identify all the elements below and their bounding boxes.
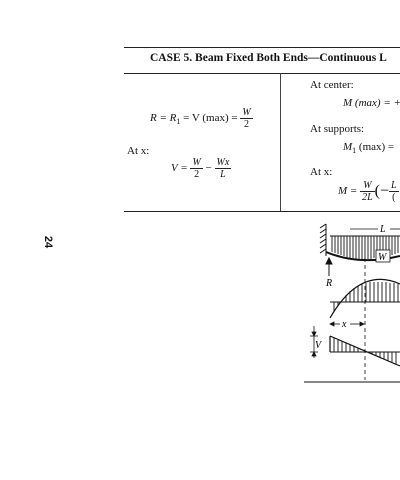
moment-paren: (− [374, 182, 390, 200]
table-top-rule [124, 47, 400, 48]
moment-trunc-num: L [389, 180, 399, 192]
x-dimension [329, 321, 365, 327]
reaction-sub: 1 [176, 117, 181, 127]
shear-den-1: 2 [194, 169, 200, 180]
reaction-den: 2 [244, 119, 250, 130]
shear-num-2: Wx [214, 157, 232, 169]
shear-label: V [315, 340, 323, 351]
support-moment-sub: 1 [352, 146, 357, 156]
left-at-x-label: At x: [127, 145, 150, 157]
support-moment-rhs: (max) = [356, 141, 395, 153]
reaction-arrow [325, 256, 333, 276]
load-label-box [375, 249, 391, 263]
moment-den: 2L [362, 192, 373, 203]
span-label: L [379, 224, 386, 235]
x-label: x [341, 319, 347, 330]
support-moment: M1 (max) = [343, 141, 394, 155]
case-title: CASE 5. Beam Fixed Both Ends—Continuous … [150, 52, 387, 64]
table-bottom-rule [124, 211, 400, 212]
at-center-label: At center: [310, 79, 354, 91]
reaction-lhs: R = R [150, 112, 177, 125]
deflected-beam [325, 251, 400, 262]
moment-diagram [329, 278, 400, 319]
column-divider [280, 73, 281, 211]
shear-minus: − [205, 162, 212, 175]
moment-trunc-fraction: L( [389, 180, 399, 203]
v-dimension [310, 326, 318, 358]
center-moment: M (max) = + [343, 97, 400, 109]
page-number: 24 [42, 235, 55, 249]
shear-diagram [329, 335, 400, 367]
right-at-x-label: At x: [310, 166, 333, 178]
moment-num: W [360, 180, 375, 192]
at-supports-label: At supports: [310, 123, 365, 135]
shear-lhs: V = [171, 162, 191, 175]
moment-trunc-den: ( [392, 192, 396, 203]
title-under-rule [124, 73, 400, 74]
beam-diagram: L W R [304, 223, 400, 383]
shear-num-1: W [190, 157, 203, 169]
reaction-num: W [240, 107, 253, 119]
moment-lhs: M = [338, 185, 361, 198]
load-label: W [378, 252, 388, 263]
reaction-mid: = V (max) = [180, 112, 241, 125]
support-moment-lhs: M [343, 141, 353, 153]
fixed-wall [319, 223, 327, 256]
shear-den-2: L [220, 169, 226, 180]
reaction-label: R [325, 278, 332, 289]
